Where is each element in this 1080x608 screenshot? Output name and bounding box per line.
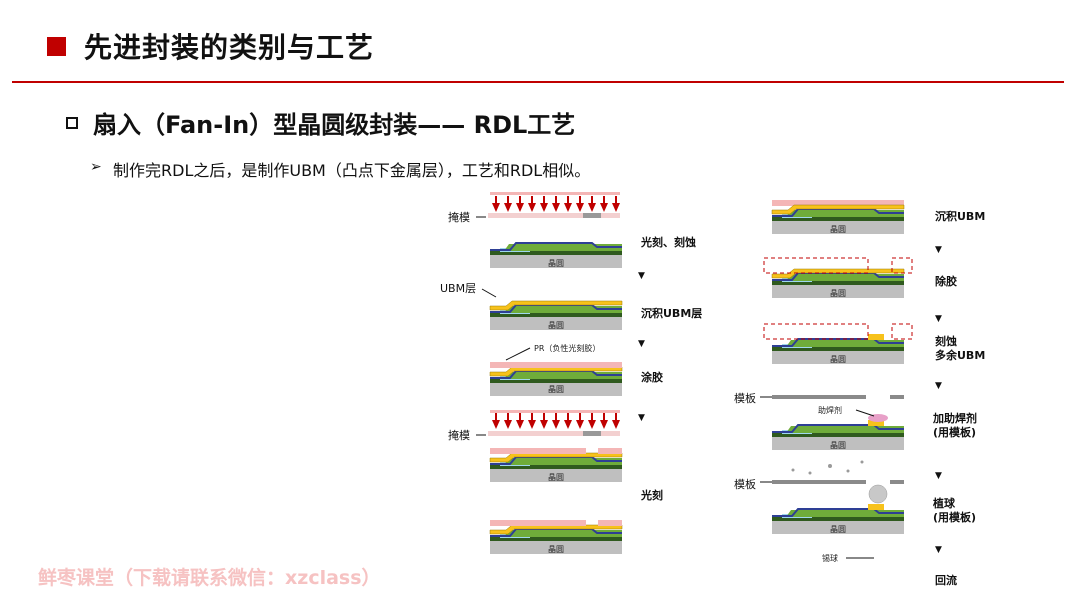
section-square-bullet-icon bbox=[66, 117, 78, 129]
bullet-arrow-icon: ➢ bbox=[90, 159, 102, 175]
solder-balls-falling bbox=[791, 460, 864, 475]
arrow-down-icon: ▼ bbox=[935, 471, 942, 481]
arrow-down-icon: ▼ bbox=[935, 381, 942, 391]
etched-region-box bbox=[891, 323, 913, 340]
arrow-down-icon: ▼ bbox=[638, 271, 645, 281]
lens-developed bbox=[489, 520, 623, 555]
step-etch: 刻蚀 bbox=[935, 334, 957, 348]
mask-label-1: 掩模 bbox=[448, 210, 470, 224]
wafer-label: 晶圆 bbox=[830, 225, 846, 234]
step-strip: 除胶 bbox=[935, 274, 957, 288]
uv-arrows-bottom bbox=[488, 410, 620, 436]
step-ubm-deposit: 沉积UBM层 bbox=[641, 306, 702, 320]
title-square-marker bbox=[47, 37, 66, 56]
wafer-label: 晶圆 bbox=[548, 545, 564, 554]
wafer-label: 晶圆 bbox=[830, 289, 846, 298]
title-divider bbox=[12, 81, 1064, 83]
mask-label-2: 掩模 bbox=[448, 428, 470, 442]
step-litho-etch: 光刻、刻蚀 bbox=[640, 235, 696, 249]
lens-litho bbox=[489, 448, 623, 483]
ubm-layer-label: UBM层 bbox=[440, 282, 476, 295]
solder-ball bbox=[868, 484, 888, 504]
step-ball-place: 植球 bbox=[932, 496, 956, 510]
page-title: 先进封装的类别与工艺 bbox=[84, 31, 375, 64]
step-litho: 光刻 bbox=[640, 488, 663, 502]
wafer-label: 晶圆 bbox=[548, 385, 564, 394]
removed-region-box bbox=[891, 257, 913, 274]
lens-etch-ubm bbox=[771, 334, 905, 365]
bullet-text: 制作完RDL之后，是制作UBM（凸点下金属层），工艺和RDL相似。 bbox=[113, 161, 591, 180]
pr-label: PR（负性光刻胶） bbox=[534, 343, 600, 353]
arrow-down-icon: ▼ bbox=[935, 545, 942, 555]
step-ball-place-sub: (用模板) bbox=[933, 510, 976, 524]
stencil-plate bbox=[772, 480, 866, 484]
stencil-plate bbox=[772, 395, 866, 399]
stencil-label-1: 模板 bbox=[734, 391, 756, 405]
flux-label: 助焊剂 bbox=[818, 405, 842, 415]
stencil-label-2: 模板 bbox=[734, 477, 756, 491]
wafer-label: 晶圆 bbox=[548, 259, 564, 268]
arrow-down-icon: ▼ bbox=[935, 245, 942, 255]
stencil-plate bbox=[890, 480, 904, 484]
step-reflow: 回流 bbox=[935, 573, 957, 587]
etched-region-box bbox=[763, 323, 869, 340]
arrow-down-icon: ▼ bbox=[638, 413, 645, 423]
wafer-label: 晶圆 bbox=[548, 473, 564, 482]
wafer-label: 晶圆 bbox=[830, 525, 846, 534]
wafer-label: 晶圆 bbox=[548, 321, 564, 330]
stencil-plate bbox=[890, 395, 904, 399]
arrow-down-icon: ▼ bbox=[638, 339, 645, 349]
step-add-flux-sub: (用模板) bbox=[933, 425, 976, 439]
lens-ball-place bbox=[771, 504, 905, 535]
step-add-flux: 加助焊剂 bbox=[932, 411, 977, 425]
solder-ball-label: 锡球 bbox=[822, 553, 838, 563]
wafer-label: 晶圆 bbox=[830, 355, 846, 364]
step-pr-coat: 涂胶 bbox=[641, 370, 663, 384]
step-deposit-ubm: 沉积UBM bbox=[935, 209, 985, 223]
section-title: 扇入（Fan-In）型晶圆级封装—— RDL工艺 bbox=[93, 111, 576, 139]
step-etch-ubm: 多余UBM bbox=[935, 348, 985, 362]
arrow-down-icon: ▼ bbox=[935, 314, 942, 324]
watermark: 鲜枣课堂（下载请联系微信：xzclass） bbox=[38, 567, 381, 589]
uv-arrows-top bbox=[488, 192, 620, 218]
removed-region-box bbox=[763, 257, 869, 274]
wafer-label: 晶圆 bbox=[830, 441, 846, 450]
